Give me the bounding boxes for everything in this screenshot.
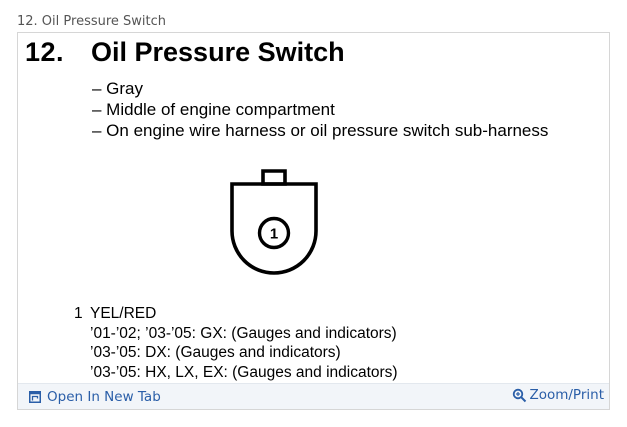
pin-note: ’03-’05: HX, LX, EX: (Gauges and indicat… (90, 363, 398, 381)
viewer-footer: Open In New Tab Zoom/Print (18, 383, 609, 409)
connector-document: 12. Oil Pressure Switch – Gray – Middle … (18, 33, 609, 385)
pin-number: 1 (74, 305, 83, 322)
connector-diagram: 1 (230, 169, 318, 275)
description-location: – Middle of engine compartment (92, 100, 335, 119)
zoom-print-link[interactable]: Zoom/Print (512, 387, 604, 403)
open-in-new-tab-link[interactable]: Open In New Tab (29, 389, 161, 405)
open-in-new-tab-icon (29, 391, 41, 403)
open-in-new-tab-label: Open In New Tab (47, 389, 161, 405)
image-caption: 12. Oil Pressure Switch (17, 14, 167, 29)
pin-row: 1 YEL/RED (74, 304, 398, 324)
diagram-viewer: 12. Oil Pressure Switch – Gray – Middle … (17, 32, 610, 410)
connector-pin-label: 1 (270, 226, 278, 243)
description-harness: – On engine wire harness or oil pressure… (92, 121, 549, 140)
magnifier-icon (513, 388, 527, 402)
section-number: 12. (25, 37, 65, 67)
pin-note: ’03-’05: DX: (Gauges and indicators) (90, 344, 341, 361)
pin-note: ’01-’02; ’03-’05: GX: (Gauges and indica… (90, 324, 397, 342)
pin-wire-color: YEL/RED (90, 305, 157, 322)
connector-description-list: – Gray – Middle of engine compartment – … (92, 78, 548, 141)
pin-list: 1 YEL/RED ’01-’02; ’03-’05: GX: (Gauges a… (74, 304, 398, 382)
zoom-print-label: Zoom/Print (529, 387, 604, 403)
description-color: – Gray (92, 79, 144, 98)
section-title: Oil Pressure Switch (91, 37, 345, 67)
